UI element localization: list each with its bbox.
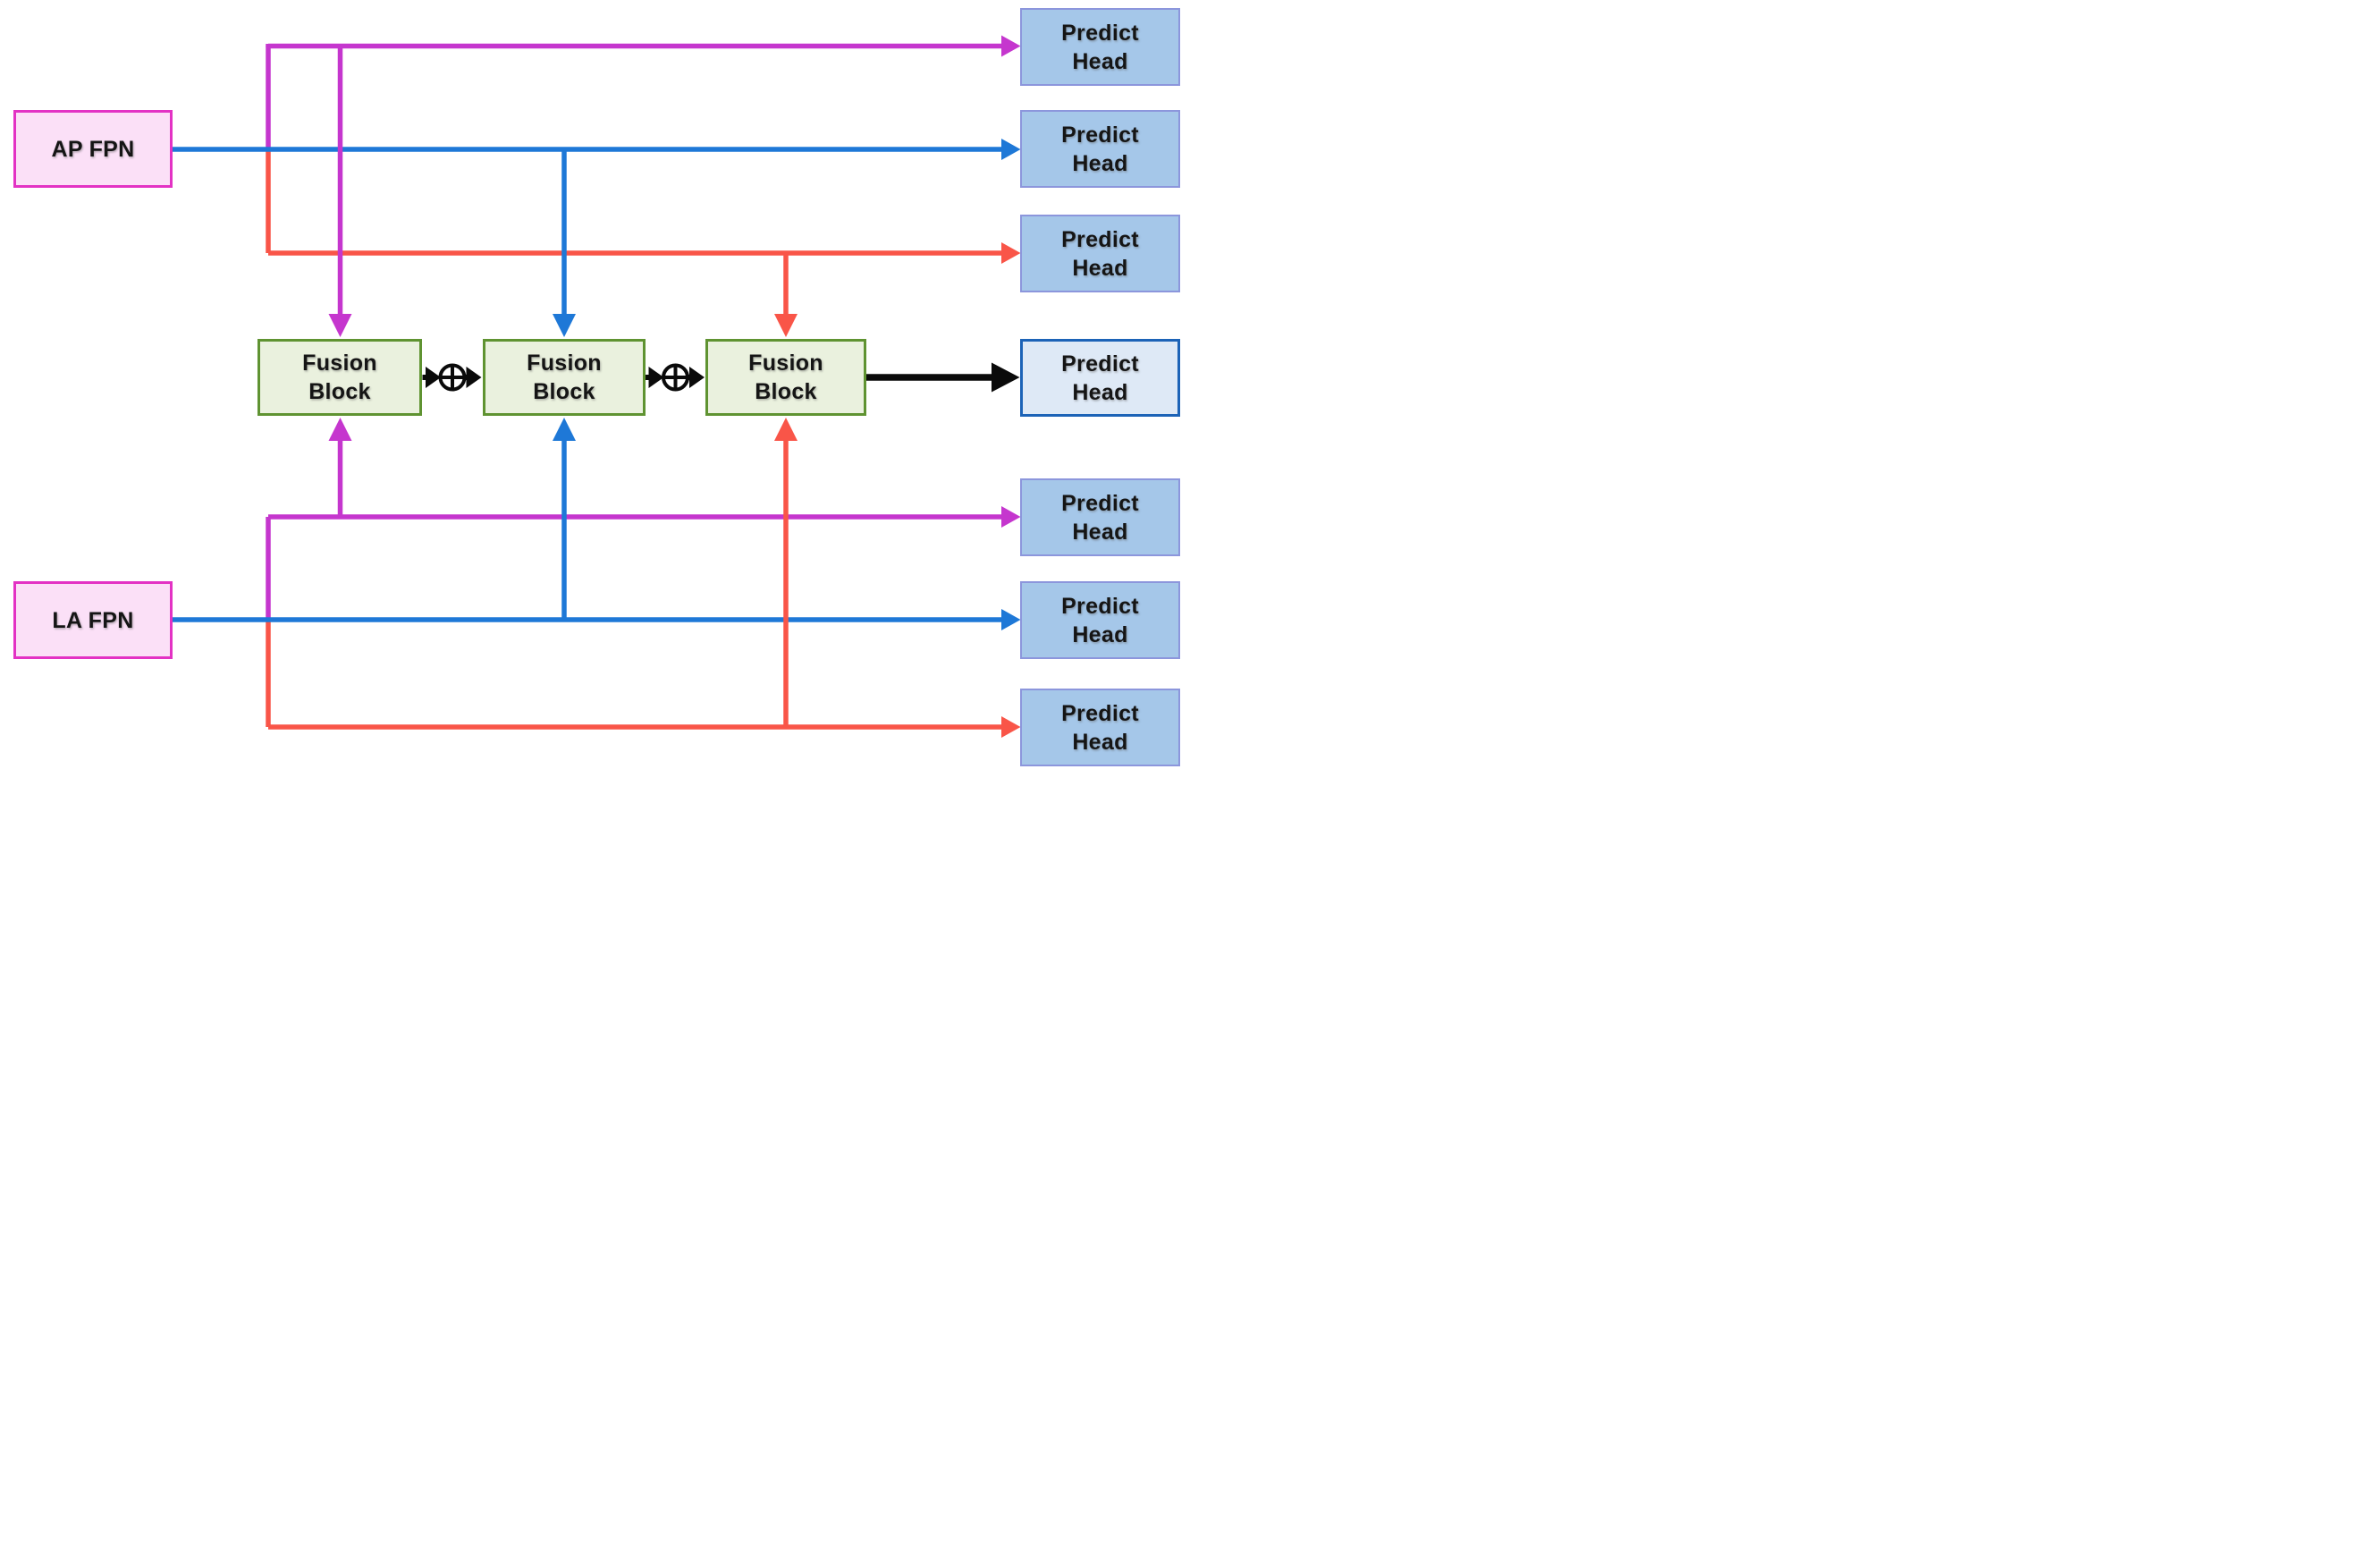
blue-branch-into-fusion-2 [553, 149, 576, 620]
sum-operator-icon [438, 363, 467, 392]
red-branch-into-fusion-3 [774, 253, 798, 727]
arrowhead [1001, 242, 1021, 264]
predict-head-label: Predict Head [1061, 20, 1139, 74]
arrowhead [774, 314, 798, 337]
fusion-block-2-node: Fusion Block [483, 339, 646, 416]
arrowhead [328, 418, 352, 441]
predict-head-7-node: Predict Head [1020, 689, 1180, 766]
arrowhead [689, 367, 705, 388]
bottom-red-route [268, 716, 1021, 738]
arrowhead [1001, 506, 1021, 528]
arrowhead [1001, 35, 1021, 57]
bottom-magenta-route [268, 506, 1021, 528]
arrowhead [1001, 609, 1021, 630]
predict-head-label: Predict Head [1061, 490, 1139, 545]
predict-head-6-node: Predict Head [1020, 581, 1180, 659]
arrowhead [774, 418, 798, 441]
arrowhead [553, 314, 576, 337]
predict-head-3-node: Predict Head [1020, 215, 1180, 292]
top-magenta-route [266, 35, 1021, 57]
arrowhead [553, 418, 576, 441]
connector-layer [172, 35, 1021, 738]
arrowhead [426, 367, 441, 388]
magenta-branch-into-fusion-1 [328, 46, 352, 517]
predict-head-1-node: Predict Head [1020, 8, 1180, 86]
fusion-block-label: Fusion Block [527, 351, 602, 404]
bottom-blue-route [172, 609, 1021, 630]
la-fpn-label: LA FPN [52, 607, 134, 633]
predict-head-2-node: Predict Head [1020, 110, 1180, 188]
final-output-arrow [865, 362, 1020, 393]
sum-operator-icon [662, 363, 689, 392]
la-fpn-node: LA FPN [13, 581, 173, 659]
top-red-route [268, 242, 1021, 264]
arrowhead [648, 367, 664, 388]
fusion-chain-connectors [422, 363, 705, 392]
ap-fpn-node: AP FPN [13, 110, 173, 188]
fusion-block-label: Fusion Block [302, 351, 377, 404]
predict-head-label: Predict Head [1061, 122, 1139, 176]
arrowhead [1001, 716, 1021, 738]
arrowhead [1001, 139, 1021, 160]
fusion-block-1-node: Fusion Block [257, 339, 422, 416]
predict-head-label: Predict Head [1061, 351, 1139, 405]
predict-head-4-final-node: Predict Head [1020, 339, 1180, 417]
architecture-diagram: AP FPN LA FPN Fusion Block Fusion Block … [0, 0, 1190, 774]
predict-head-label: Predict Head [1061, 593, 1139, 647]
predict-head-label: Predict Head [1061, 700, 1139, 755]
predict-head-5-node: Predict Head [1020, 478, 1180, 556]
arrowhead [328, 314, 352, 337]
fusion-block-label: Fusion Block [748, 351, 823, 404]
arrowhead [992, 362, 1020, 393]
fusion-block-3-node: Fusion Block [705, 339, 866, 416]
top-blue-route [172, 139, 1021, 160]
predict-head-label: Predict Head [1061, 226, 1139, 281]
arrowhead [466, 367, 482, 388]
ap-fpn-label: AP FPN [51, 136, 135, 162]
